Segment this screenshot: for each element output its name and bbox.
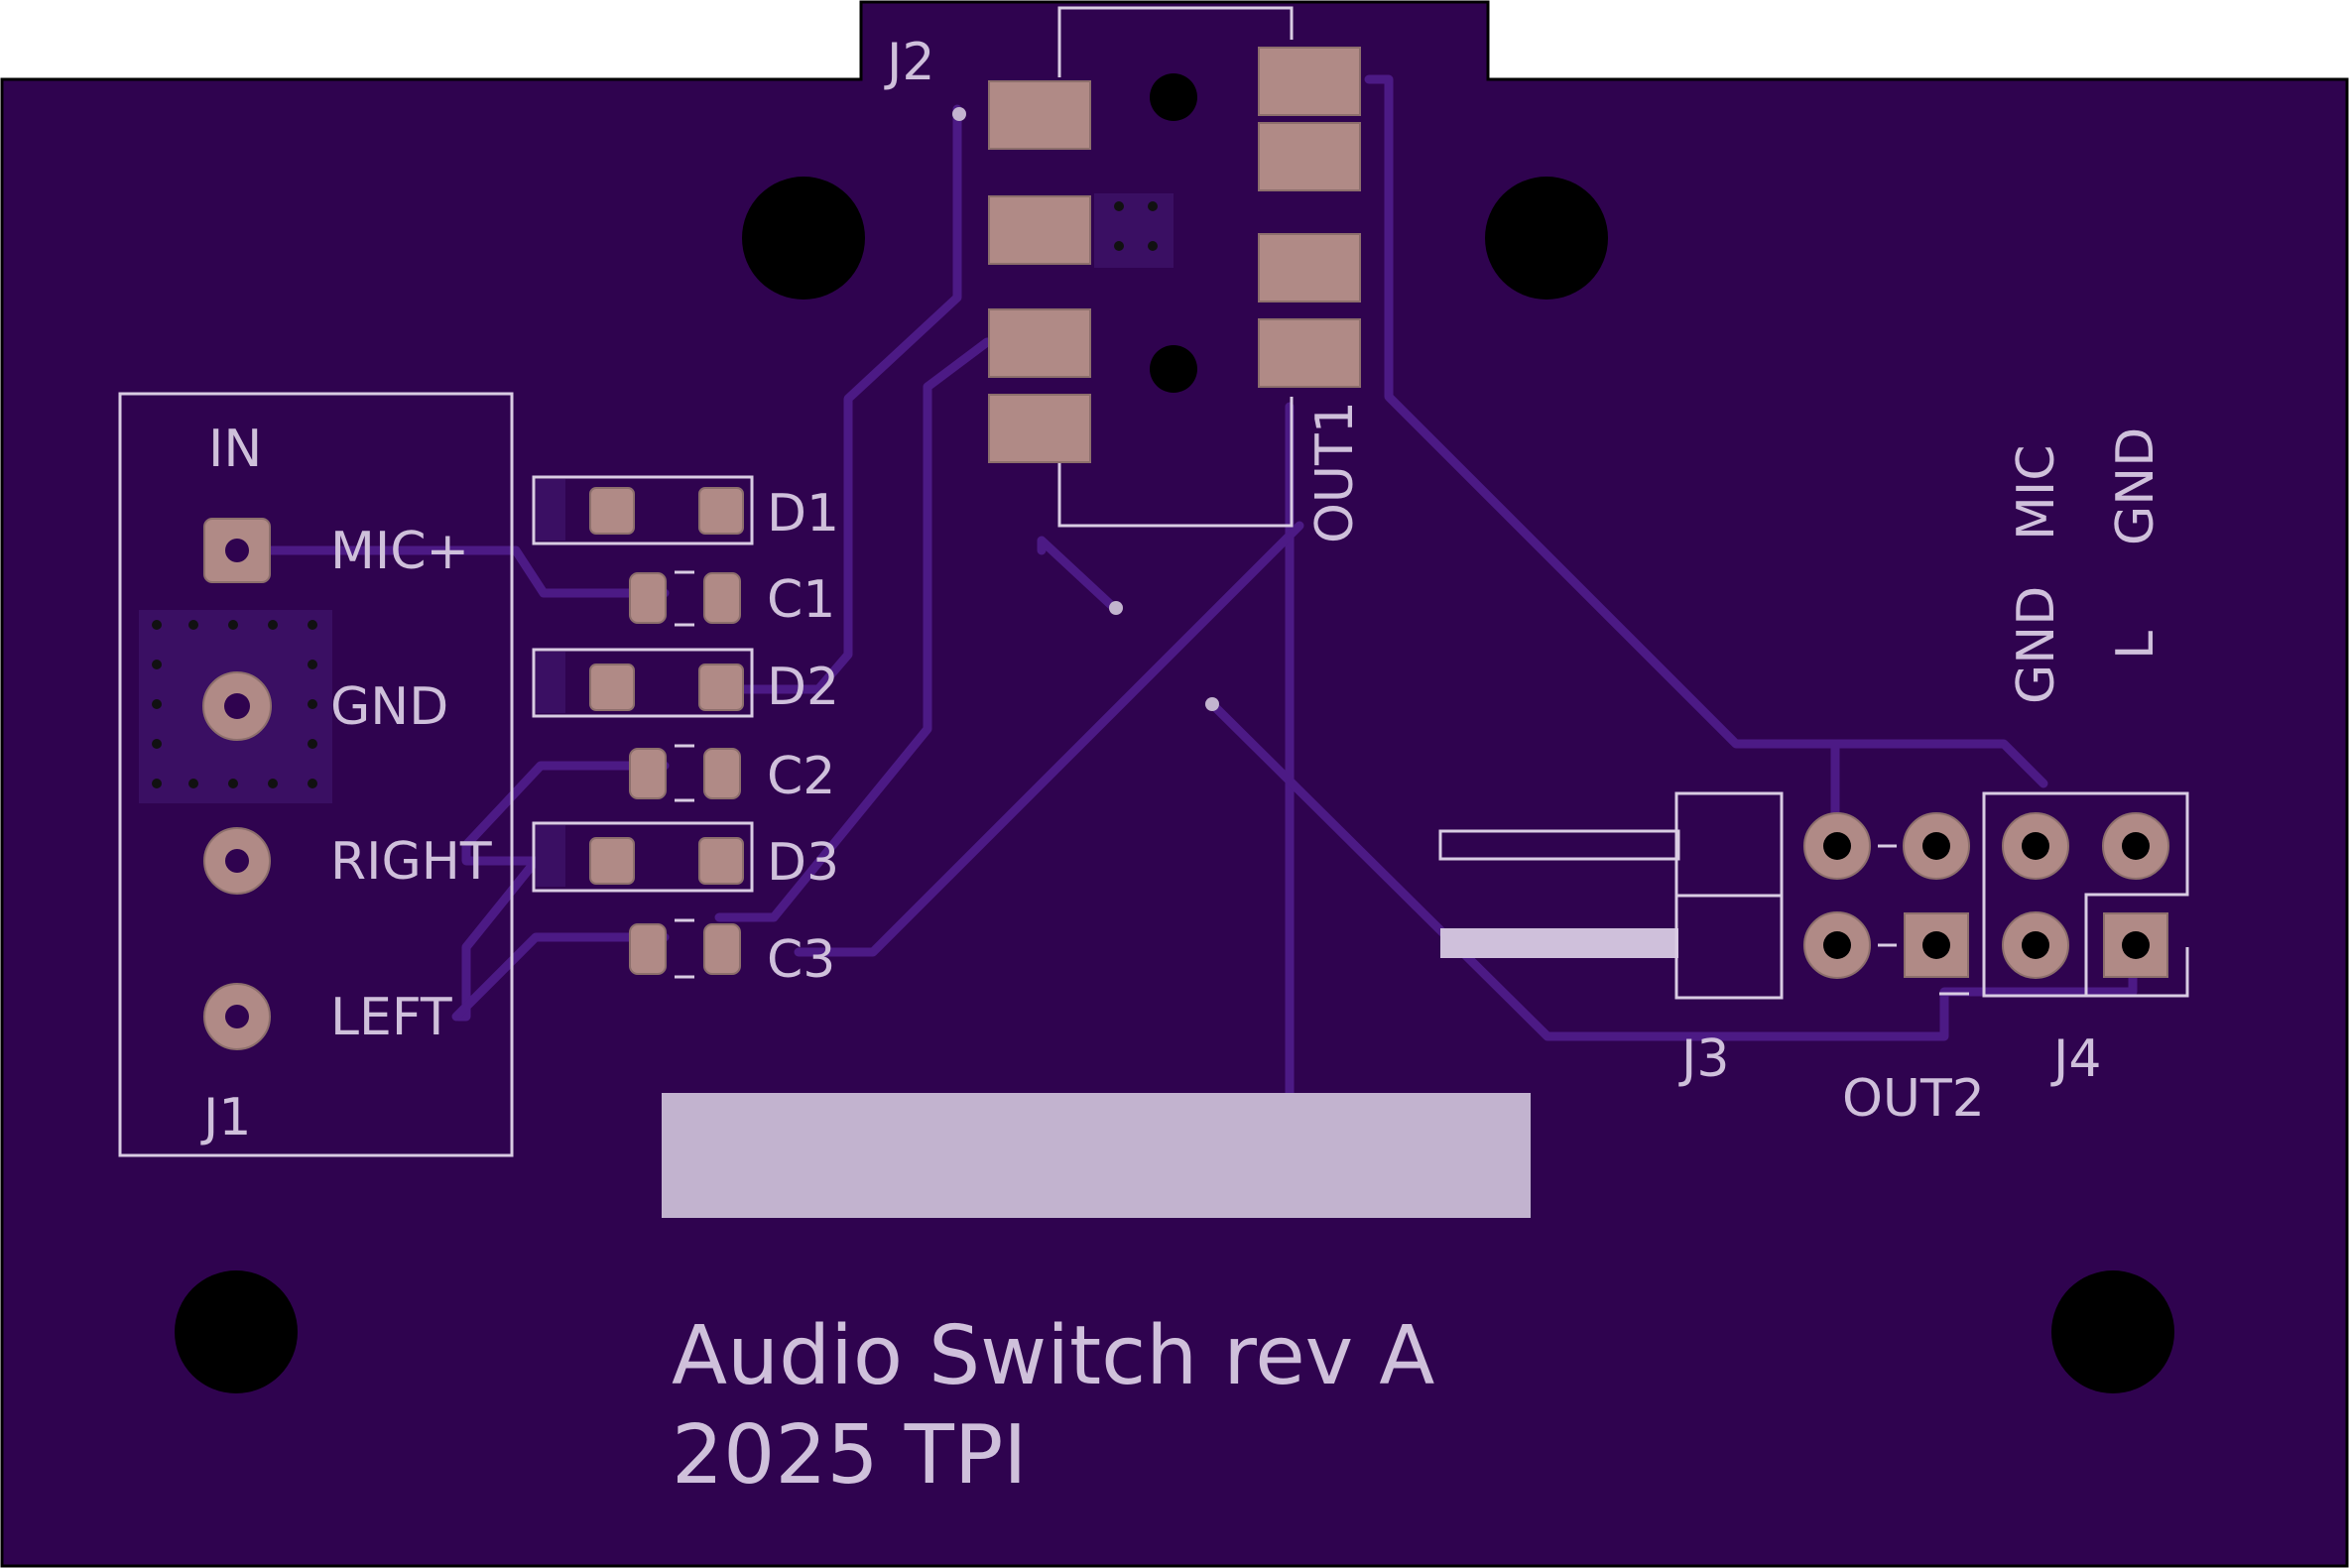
out2-label: OUT2 (1842, 1069, 1985, 1129)
j3-connector (1438, 791, 1970, 1000)
d2-ref: D2 (767, 658, 839, 717)
header-mic: MIC (2007, 444, 2066, 541)
via (1109, 601, 1123, 615)
j4-connector (1982, 791, 2189, 998)
via (1205, 697, 1219, 711)
header-l: L (2106, 631, 2165, 660)
j1-title: IN (208, 420, 262, 479)
header-gnd-right: GND (2106, 427, 2165, 545)
j1-pin-gnd: GND (330, 677, 448, 737)
mounting-holes (175, 177, 2174, 1393)
out1-label: OUT1 (1305, 401, 1365, 543)
j1-ref: J1 (200, 1088, 251, 1147)
d3-ref: D3 (767, 833, 839, 893)
silkscreen-label-area (662, 1093, 1531, 1218)
j3-ref: J3 (1678, 1029, 1729, 1089)
j1-pin-right: RIGHT (330, 832, 492, 892)
j2-ref: J2 (884, 33, 934, 92)
header-gnd-left: GND (2007, 586, 2066, 704)
j1-pin-mic: MIC+ (330, 522, 469, 581)
c3-ref: C3 (767, 930, 835, 990)
j1-pin-left: LEFT (330, 988, 452, 1047)
d1-ref: D1 (767, 484, 839, 543)
traces (225, 74, 2138, 1121)
diode-capacitor-array (532, 475, 754, 979)
j4-ref: J4 (2050, 1029, 2101, 1089)
c1-ref: C1 (767, 570, 835, 630)
board-title-line1: Audio Switch rev A (672, 1309, 1434, 1403)
c2-ref: C2 (767, 747, 835, 806)
j1-connector (118, 392, 514, 1157)
j2-connector (952, 6, 1361, 528)
board-title-line2: 2025 TPI (672, 1408, 1027, 1503)
